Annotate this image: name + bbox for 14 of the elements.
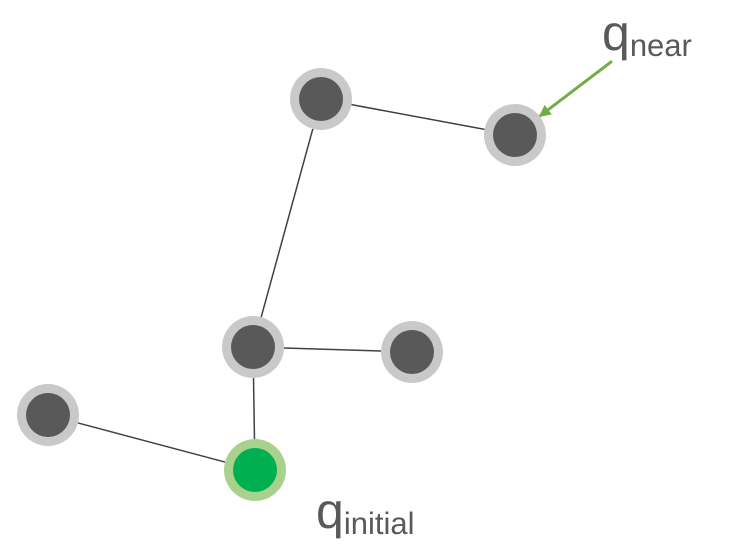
connector-line [284,347,382,352]
arrow [538,60,613,118]
connector-line [252,378,256,440]
connector-line [78,422,226,463]
connector-line [351,104,485,130]
circle-node [290,68,352,130]
circle-node [224,439,286,501]
node-caption: q$_{initial}$ [316,486,414,540]
connector-line [260,128,314,318]
circle-node [17,384,79,446]
circle-node [222,316,284,378]
node-label: q$_{near}$ [602,8,692,62]
circle-node [381,321,443,383]
circle-node [484,104,546,166]
